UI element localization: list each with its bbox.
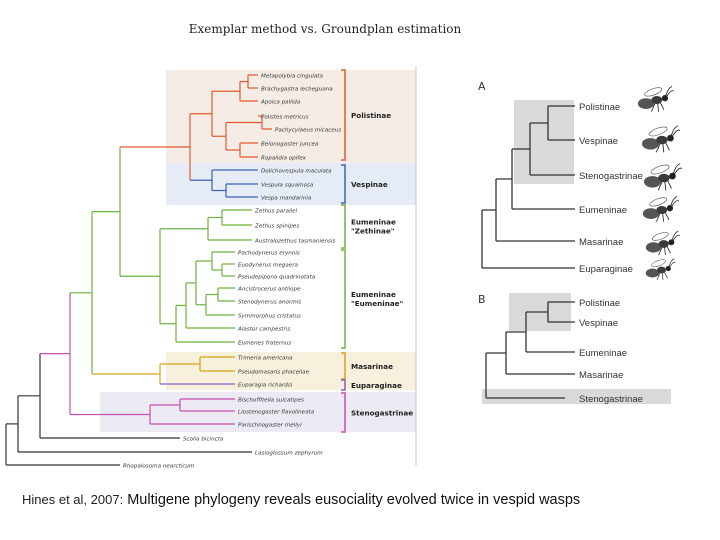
slide-title: Exemplar method vs. Groundplan estimatio… — [188, 22, 462, 36]
taxon-label: Trimeria americana — [238, 356, 293, 362]
clade-label: Polistinae — [579, 102, 620, 113]
group-bracket — [341, 379, 346, 391]
taxon-label: Bischoffitella sulcatipes — [238, 398, 304, 404]
caption-text: Multigene phylogeny reveals eusociality … — [127, 492, 581, 508]
caption-citation: Hines et al, 2007: — [22, 492, 124, 507]
taxon-label: Ancistrocerus antilope — [237, 287, 301, 293]
clade-label: Masarinae — [579, 237, 623, 248]
clade-b3 — [505, 331, 575, 375]
wasp-icon — [637, 86, 675, 112]
group-bracket — [341, 164, 346, 204]
taxon-label: Vespa mandarinia — [261, 196, 312, 202]
taxon-label: Pseudepipona quadrinotata — [238, 275, 316, 281]
taxon-label: Euparagia richardsi — [238, 383, 293, 389]
panel-a-label: A — [478, 80, 486, 93]
group-label: Eumeninae"Eumeninae" — [351, 290, 404, 308]
group-bracket — [341, 352, 346, 380]
group-label: Vespinae — [351, 180, 388, 189]
group-label: Stenogastrinae — [351, 409, 413, 418]
clade-b4 — [485, 352, 565, 399]
clade-a4 — [495, 178, 575, 242]
slide-caption: Hines et al, 2007: Multigene phylogeny r… — [22, 489, 662, 511]
taxon-label: Pachycylaeus micaceus — [275, 128, 341, 134]
clade-label: Masarinae — [579, 370, 623, 381]
eusocial-clade-highlight-a — [514, 100, 574, 184]
taxon-label: Symmorphus cristatus — [238, 314, 301, 320]
tree-branches — [5, 74, 272, 466]
wasp-icon — [642, 196, 680, 222]
clade-label: Stenogastrinae — [579, 394, 643, 405]
taxon-label: Liostenogaster flavolineata — [238, 410, 315, 416]
eusocial-clade-highlight-b2 — [482, 389, 671, 404]
clade-label: Euparaginae — [579, 264, 633, 275]
wasp-icon — [645, 230, 681, 256]
taxon-label: Australozethus tasmaniensis — [254, 239, 336, 245]
taxon-label: Stenodynerus anormis — [238, 300, 301, 306]
taxon-label: Brachygastra lecheguana — [261, 87, 333, 93]
taxon-label: Euodynerus megaera — [238, 263, 298, 269]
clade-label: Polistinae — [579, 298, 620, 309]
group-bracket — [341, 392, 346, 433]
taxon-label: Eumenes fraternus — [238, 341, 291, 347]
group-label: Eumeninae"Zethinae" — [351, 218, 396, 236]
taxon-label: Scolia bicincta — [183, 437, 224, 443]
clade-a5 — [481, 209, 575, 269]
taxon-label: Zethus spinipes — [254, 224, 299, 230]
taxon-label: Belonogaster juncea — [261, 142, 319, 148]
taxon-label: Apoica pallida — [260, 100, 301, 106]
taxon-label: Ropalidia opifex — [261, 156, 307, 162]
group-bg-vespinae — [166, 163, 416, 205]
taxon-label: Dolichovespula maculata — [261, 169, 332, 175]
cladogram-b — [485, 301, 575, 399]
taxon-label: Alastor campestris — [237, 327, 290, 333]
clade-label: Eumeninae — [579, 205, 627, 216]
group-bracket — [341, 204, 346, 249]
taxon-label: Pseudomasaris phaceliae — [238, 370, 310, 376]
clade-label: Vespinae — [579, 136, 618, 147]
clade-label: Eumeninae — [579, 348, 627, 359]
right-phylogeny: A B PolistinaeVespinaeStenogastrinaeEume… — [478, 80, 683, 405]
wasp-icon — [645, 258, 676, 280]
taxon-label: Lasioglossum zephyrum — [255, 451, 323, 457]
wasp-illustrations — [637, 86, 683, 280]
group-bracket — [341, 69, 346, 161]
taxon-label: Metapolybia cingulata — [261, 74, 323, 80]
group-bg-stenogastrinae — [100, 392, 416, 432]
taxon-label: Pachodynerus erynnis — [238, 251, 300, 257]
group-backgrounds — [100, 70, 416, 432]
group-bracket — [341, 249, 346, 349]
wasp-icon — [641, 125, 681, 153]
taxon-label: Parischnogaster mellyi — [238, 423, 302, 429]
panel-b-label: B — [478, 293, 486, 306]
taxon-label: Polistes metricus — [261, 115, 309, 121]
group-label: Masarinae — [351, 362, 393, 371]
clade-label: Vespinae — [579, 318, 618, 329]
clade-label: Stenogastrinae — [579, 171, 643, 182]
wasp-icon — [643, 163, 683, 191]
taxon-label: Vespula squamosa — [261, 183, 314, 189]
cladogram-labels: PolistinaeVespinaeStenogastrinaeEumenina… — [579, 102, 643, 405]
group-bg-polistinae — [166, 70, 416, 163]
group-label: Polistinae — [351, 111, 391, 120]
cladogram-a — [481, 105, 575, 269]
taxon-label: Zethus parallel — [254, 209, 298, 215]
taxon-label: Rhopalosoma nearcticum — [123, 464, 195, 470]
group-label: Euparaginae — [351, 381, 402, 390]
